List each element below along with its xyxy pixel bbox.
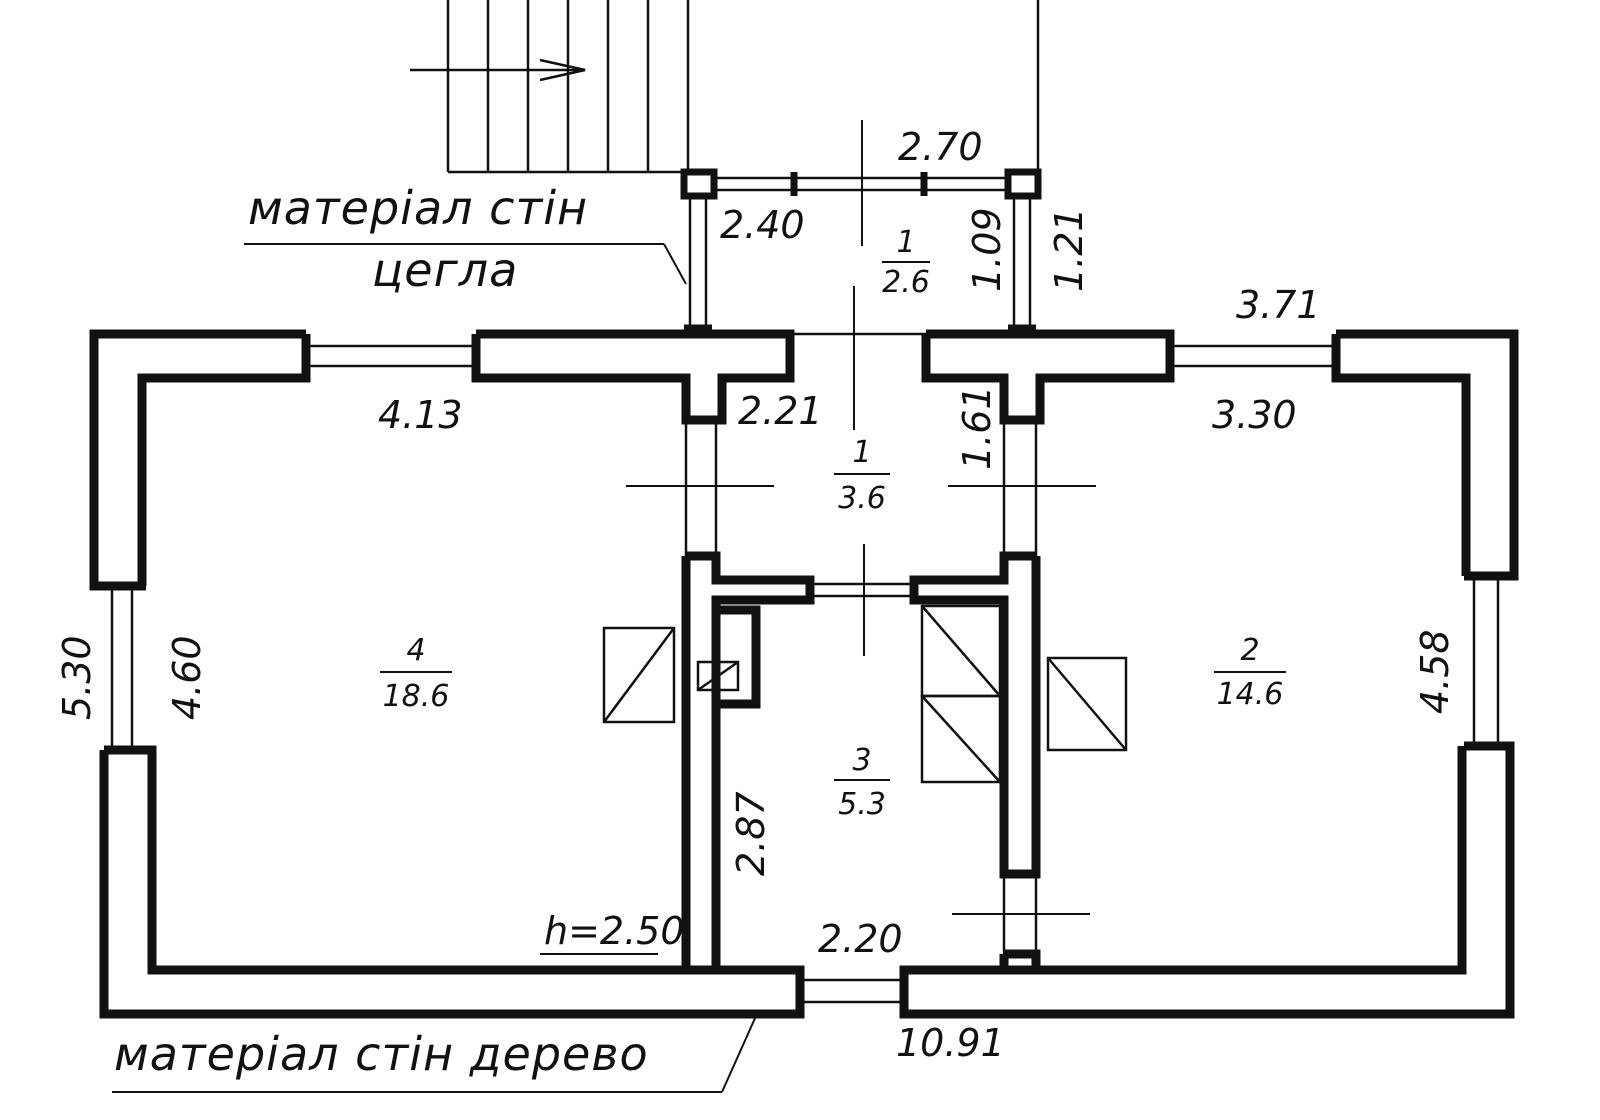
leader-lines (112, 243, 757, 1093)
dim-porch-width-inner: 2.40 (720, 203, 805, 247)
porch (680, 168, 1042, 332)
dim-total-length: 10.91 (896, 1021, 1005, 1065)
svg-text:1: 1 (896, 225, 915, 260)
dim-room2-width-inner: 3.30 (1212, 393, 1297, 437)
svg-text:1: 1 (852, 435, 871, 470)
stove-room2-icon (1046, 656, 1128, 752)
svg-text:2: 2 (1240, 633, 1259, 668)
svg-text:4: 4 (406, 633, 425, 668)
wall-material-brick-value: цегла (372, 243, 518, 297)
room-label-room3: 3 5.3 (834, 743, 890, 822)
svg-text:14.6: 14.6 (1217, 677, 1284, 712)
interior-walls (681, 420, 1041, 975)
svg-text:18.6: 18.6 (383, 679, 450, 714)
dim-hall-depth: 1.61 (955, 385, 999, 470)
ceiling-height-label: h=2.50 (544, 909, 685, 953)
dim-porch-depth-outer: 1.21 (1047, 207, 1091, 292)
section-marks (626, 120, 1096, 915)
wall-material-brick-label: матеріал стін (248, 181, 588, 235)
stove-room4-icon (602, 626, 676, 724)
dim-room2-width-outer: 3.71 (1236, 283, 1321, 327)
dim-room4-height: 4.60 (165, 635, 209, 720)
dim-room2-height: 4.58 (1413, 629, 1457, 714)
room-label-room4: 4 18.6 (380, 633, 452, 714)
room-label-porch: 1 2.6 (882, 225, 930, 300)
svg-text:5.3: 5.3 (838, 787, 886, 822)
dim-room4-width: 4.13 (378, 393, 463, 437)
outer-walls (89, 329, 1519, 1019)
dim-porch-depth-inner: 1.09 (965, 207, 1009, 292)
svg-text:2.6: 2.6 (882, 265, 930, 300)
svg-text:3: 3 (852, 743, 871, 778)
stair-direction-arrow-icon (410, 58, 586, 82)
wall-material-wood-label: матеріал стін дерево (114, 1027, 649, 1081)
svg-text:3.6: 3.6 (838, 481, 886, 516)
stove-room3-icon (920, 604, 1002, 784)
room-label-hall: 1 3.6 (834, 435, 890, 516)
dim-left-outer-height: 5.30 (55, 635, 99, 720)
dim-room3-width: 2.20 (818, 917, 903, 961)
staircase (410, 0, 1040, 174)
room-label-room2: 2 14.6 (1214, 633, 1286, 712)
dim-hall-width: 2.21 (738, 389, 823, 433)
dim-room3-height: 2.87 (729, 791, 773, 876)
dim-porch-width-outer: 2.70 (898, 125, 983, 169)
chimney-icon (696, 660, 740, 692)
